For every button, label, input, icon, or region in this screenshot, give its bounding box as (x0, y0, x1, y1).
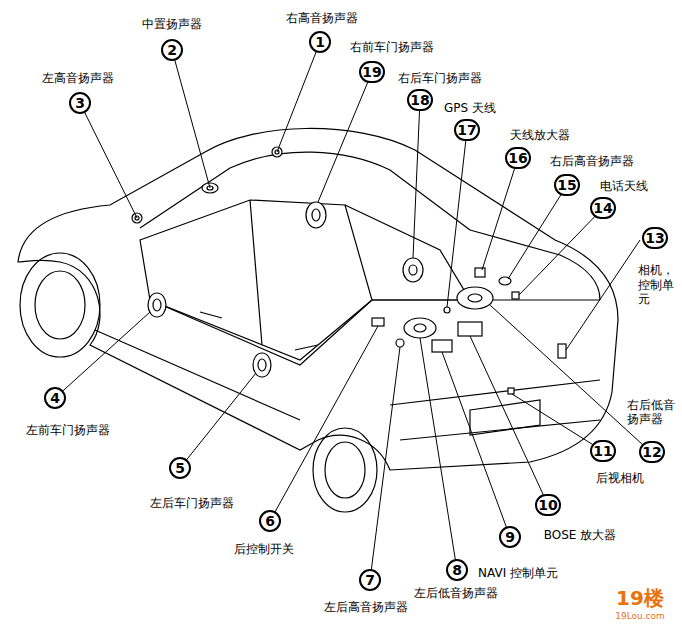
callout-number: 7 (365, 573, 375, 587)
part-label: 中置扬声器 (141, 17, 203, 31)
callout-circle: 14 (590, 197, 615, 219)
callout-number: 9 (505, 530, 515, 544)
callout-number: 4 (50, 391, 60, 405)
part-label: 右前车门扬声器 (349, 40, 435, 54)
part-label: NAVI 控制单元 (477, 566, 559, 580)
callout-number: 14 (593, 201, 612, 215)
callout-number: 19 (362, 65, 381, 79)
callout-circle: 17 (454, 119, 479, 141)
part-label: 左后高音扬声器 (323, 600, 409, 614)
callout-number: 11 (593, 444, 612, 458)
watermark: 19Lou.com (614, 611, 666, 622)
part-label: 相机，控制单元 (637, 263, 676, 306)
part-label: 左高音扬声器 (41, 71, 115, 85)
callout-circle: 3 (69, 92, 91, 114)
callout-number: 12 (642, 445, 661, 459)
callout-circle: 4 (44, 387, 66, 409)
callout-number: 10 (538, 498, 557, 512)
callout-number: 16 (508, 151, 527, 165)
callout-number: 15 (557, 178, 576, 192)
callout-circle: 19 (359, 61, 384, 83)
callout-number: 5 (175, 461, 185, 475)
callout-number: 3 (75, 96, 85, 110)
part-label: 右高音扬声器 (285, 11, 359, 25)
callout-number: 1 (315, 35, 325, 49)
callout-circle: 7 (359, 569, 381, 591)
callout-circle: 1 (309, 31, 331, 53)
callout-circle: 18 (407, 89, 432, 111)
callout-number: 17 (457, 123, 476, 137)
part-label: 后控制开关 (233, 542, 295, 556)
callout-number: 13 (645, 231, 664, 245)
part-label: 天线放大器 (509, 128, 571, 142)
part-label: 右后高音扬声器 (549, 154, 635, 168)
callout-number: 2 (167, 43, 177, 57)
callout-number: 8 (452, 563, 462, 577)
callout-circle: 13 (642, 227, 667, 249)
part-label: 左后车门扬声器 (149, 496, 235, 510)
callout-circle: 15 (554, 174, 579, 196)
callout-circle: 6 (259, 510, 281, 532)
part-label: GPS 天线 (443, 101, 497, 115)
callout-circle: 12 (639, 441, 664, 463)
callout-circle: 9 (499, 526, 521, 548)
part-label: 右后车门扬声器 (397, 71, 483, 85)
callout-circle: 10 (535, 494, 560, 516)
part-label: 右后低音扬声器 (626, 398, 677, 427)
part-label: 左前车门扬声器 (25, 423, 111, 437)
callout-number: 18 (410, 93, 429, 107)
part-label: 后视相机 (595, 471, 645, 485)
part-label: 左后低音扬声器 (413, 586, 499, 600)
watermark: 19楼 (615, 586, 665, 610)
callout-circle: 5 (169, 457, 191, 479)
callout-circle: 11 (590, 440, 615, 462)
part-label: 电话天线 (599, 179, 649, 193)
callout-circle: 8 (446, 559, 468, 581)
callout-circle: 16 (505, 147, 530, 169)
part-label: BOSE 放大器 (543, 528, 617, 542)
callout-number: 6 (265, 514, 275, 528)
callout-circle: 2 (161, 39, 183, 61)
